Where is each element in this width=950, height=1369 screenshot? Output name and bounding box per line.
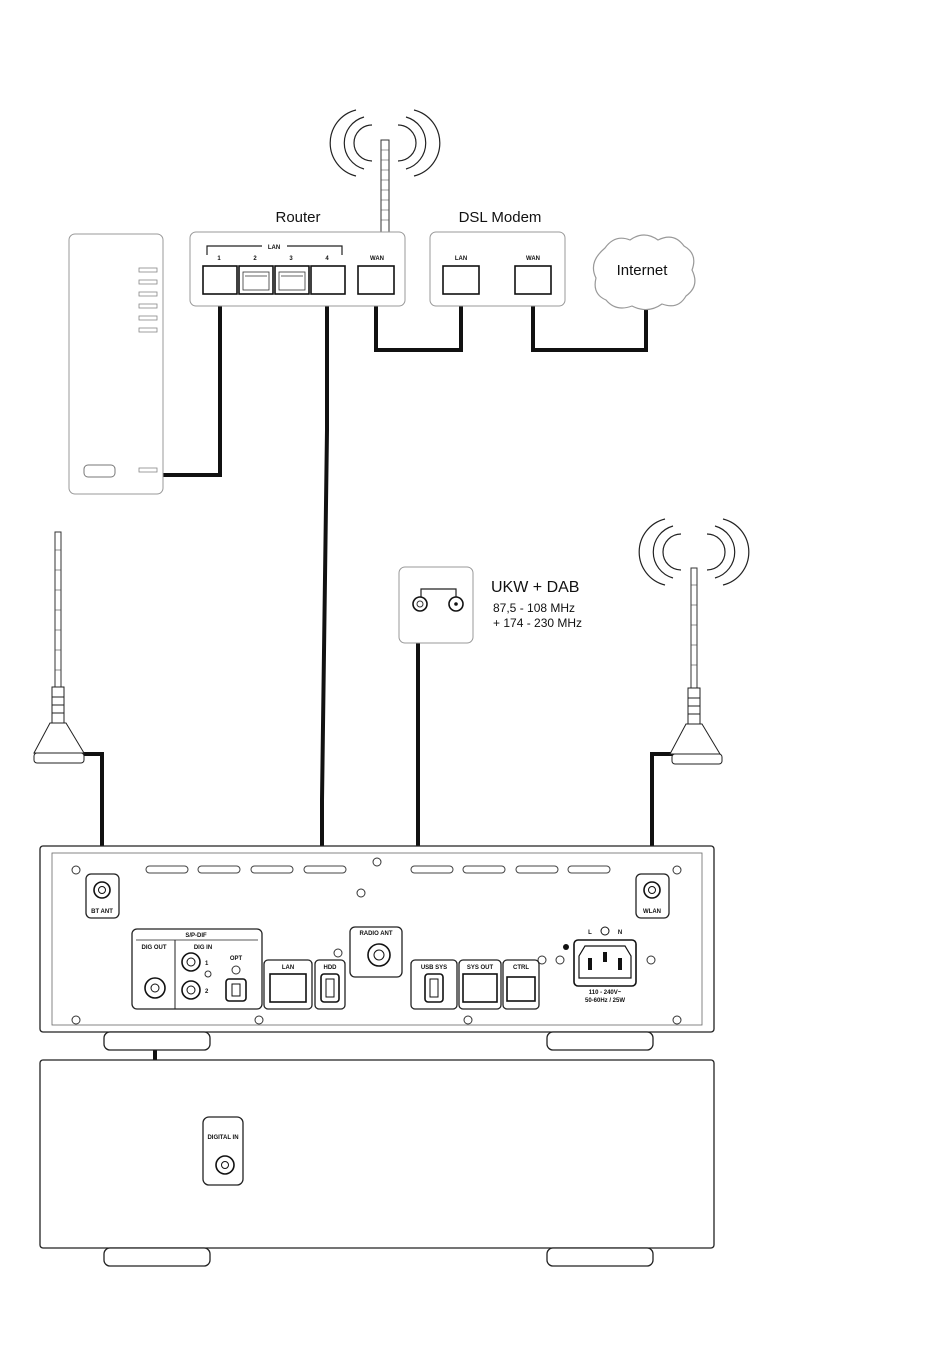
- opt-label: OPT: [230, 956, 243, 962]
- router: Router LAN 1 2 3 4 WAN: [190, 140, 405, 306]
- wlan-label: WLAN: [643, 909, 661, 915]
- power-l-label: L: [588, 930, 592, 936]
- sys-out-label: SYS OUT: [467, 965, 494, 971]
- modem-wan-label: WAN: [526, 256, 540, 262]
- radio-ant-label: RADIO ANT: [359, 931, 392, 937]
- modem-lan-label: LAN: [455, 256, 467, 262]
- network-server: [69, 234, 163, 494]
- digital-in-label: DIGITAL IN: [207, 1135, 238, 1141]
- dig-out-label: DIG OUT: [142, 945, 167, 951]
- lan-label: LAN: [282, 965, 294, 971]
- bt-ant-label: BT ANT: [91, 909, 113, 915]
- power-n-label: N: [618, 930, 622, 936]
- dsl-modem: DSL Modem LAN WAN: [430, 209, 565, 306]
- bt-antenna: [34, 532, 84, 763]
- ground-icon: [601, 927, 609, 935]
- spdif-label: S/P-DIF: [185, 933, 207, 939]
- digital-in-plate: [203, 1117, 243, 1185]
- cable-server-to-router-lan1: [163, 290, 220, 475]
- socket-freq-1: 87,5 - 108 MHz: [493, 601, 575, 615]
- sys-out-port[interactable]: [463, 974, 497, 1002]
- ctrl-label: CTRL: [513, 965, 529, 971]
- antenna-wall-socket: UKW + DAB 87,5 - 108 MHz + 174 - 230 MHz: [399, 567, 582, 643]
- hdd-label: HDD: [324, 965, 338, 971]
- router-lan-port-4[interactable]: [311, 266, 345, 294]
- dig-in-label: DIG IN: [194, 945, 212, 951]
- power-rating-2: 50-60Hz / 25W: [585, 998, 625, 1004]
- modem-lan-port[interactable]: [443, 266, 479, 294]
- modem-wan-port[interactable]: [515, 266, 551, 294]
- router-wan-label: WAN: [370, 256, 384, 262]
- router-title: Router: [275, 209, 320, 226]
- router-wan-port[interactable]: [358, 266, 394, 294]
- usb-sys-label: USB SYS: [421, 965, 447, 971]
- power-rating-1: 110 - 240V~: [589, 990, 622, 996]
- internet-label: Internet: [617, 262, 669, 279]
- socket-title: UKW + DAB: [491, 579, 579, 596]
- internet-cloud: Internet: [593, 235, 694, 310]
- socket-freq-2: + 174 - 230 MHz: [493, 616, 582, 630]
- lower-unit: DIGITAL IN: [40, 1060, 714, 1266]
- player-rear-panel: BT ANT WLAN S/P-DIF DIG OUT DIG IN 1 2 O…: [40, 846, 714, 1050]
- router-lan-port-1[interactable]: [203, 266, 237, 294]
- ctrl-port[interactable]: [507, 977, 535, 1001]
- wlan-antenna: [670, 568, 722, 764]
- modem-title: DSL Modem: [459, 209, 542, 226]
- router-lan-label: LAN: [268, 245, 280, 251]
- player-lan-port[interactable]: [270, 974, 306, 1002]
